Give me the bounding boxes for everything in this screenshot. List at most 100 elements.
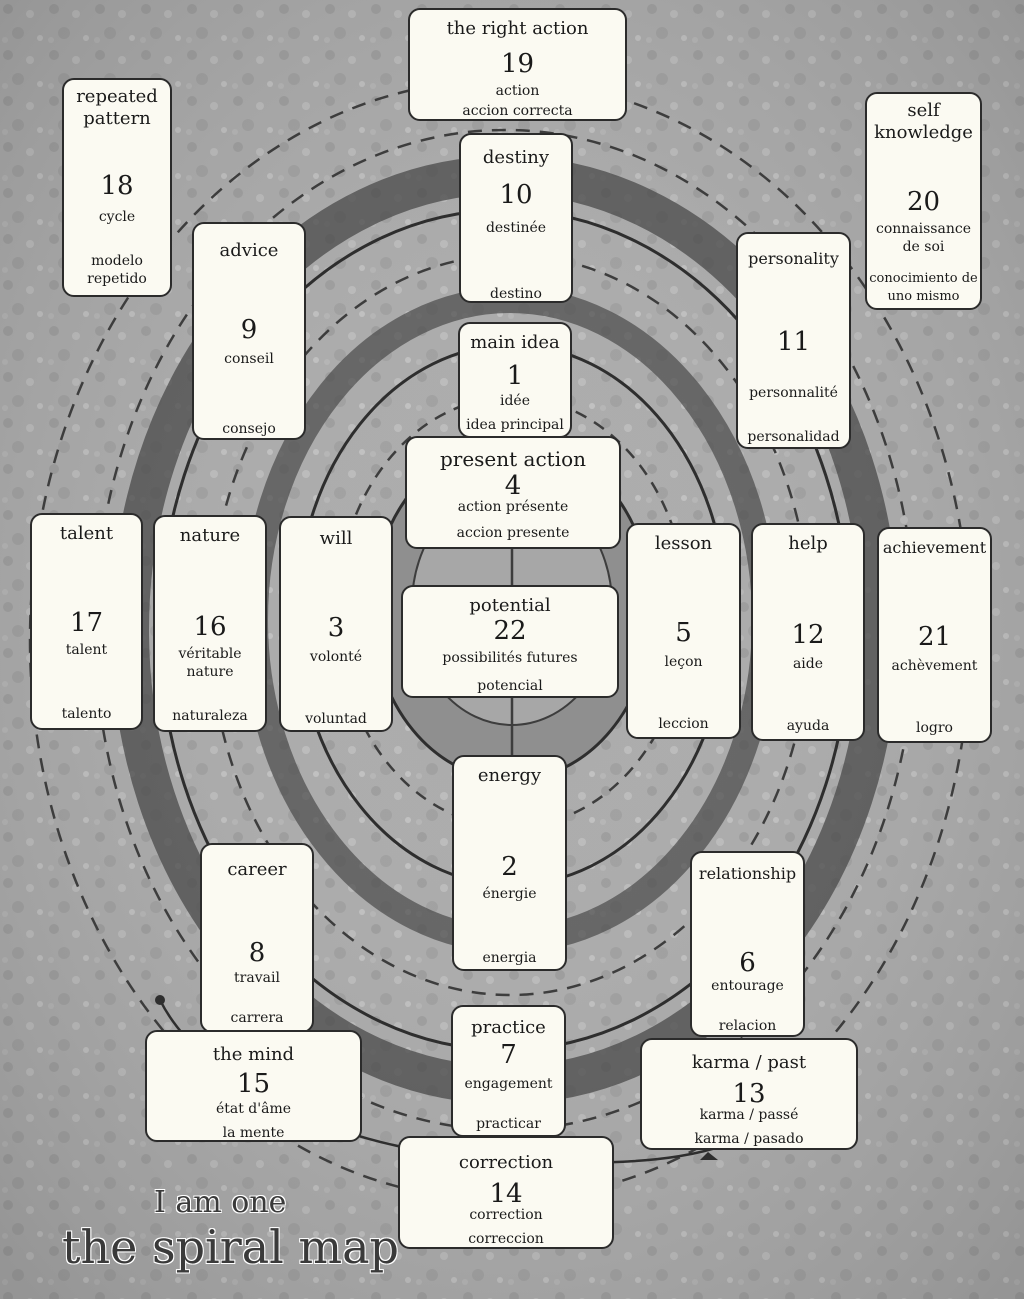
card-french: destinée	[485, 220, 547, 236]
card-18-repeated-pattern: repeated pattern 18 cycle modelo repetid…	[62, 78, 172, 297]
card-title: relationship	[698, 864, 797, 883]
card-title: practice	[471, 1017, 546, 1038]
card-spanish: correccion	[468, 1231, 544, 1247]
card-title: will	[319, 528, 353, 549]
card-title: the mind	[212, 1044, 295, 1065]
card-french: leçon	[664, 654, 703, 670]
card-9-advice: advice 9 conseil consejo	[192, 222, 306, 440]
card-number: 21	[917, 622, 952, 652]
card-title: nature	[179, 525, 241, 546]
card-spanish: voluntad	[305, 711, 367, 727]
card-spanish: personalidad	[747, 429, 840, 445]
card-title: career	[227, 859, 287, 880]
card-french: cycle	[98, 209, 136, 225]
card-spanish: idea principal	[466, 417, 564, 433]
card-title: the right action	[446, 18, 589, 39]
card-spanish: potencial	[477, 678, 543, 694]
card-spanish: ayuda	[786, 718, 830, 734]
card-spanish: leccion	[658, 716, 709, 732]
card-4-present-action: present action 4 action présente accion …	[405, 436, 621, 549]
card-french: action	[495, 83, 540, 99]
card-16-nature: nature 16 véritable nature naturaleza	[153, 515, 267, 732]
card-number: 1	[506, 361, 524, 391]
card-french: action présente	[457, 499, 569, 515]
card-spanish: logro	[916, 720, 953, 736]
map-title: the spiral map	[62, 1220, 399, 1274]
card-french: personnalité	[749, 385, 838, 401]
card-number: 3	[327, 613, 345, 643]
card-14-correction: correction 14 correction correccion	[398, 1136, 614, 1249]
card-spanish: carrera	[230, 1010, 284, 1026]
card-number: 12	[791, 620, 825, 650]
card-title: talent	[59, 523, 114, 544]
card-french: entourage	[711, 978, 784, 994]
card-13-karma-past: karma / past 13 karma / passé karma / pa…	[640, 1038, 858, 1150]
card-title: personality	[748, 249, 839, 268]
card-number: 5	[675, 618, 692, 648]
card-20-self-knowledge: self knowledge 20 connaissance de soi co…	[865, 92, 982, 310]
card-number: 16	[193, 612, 227, 642]
card-title: main idea	[470, 332, 560, 353]
card-number: 9	[240, 315, 258, 345]
card-number: 18	[100, 171, 134, 201]
card-12-help: help 12 aide ayuda	[751, 523, 865, 741]
card-title: lesson	[654, 533, 713, 554]
card-3-will: will 3 volonté voluntad	[279, 516, 393, 732]
card-french: idée	[499, 393, 530, 409]
card-2-energy: energy 2 énergie energia	[452, 755, 567, 971]
card-spanish: conocimiento de uno mismo	[869, 271, 978, 304]
card-french: énergie	[482, 886, 537, 902]
card-title: karma / past	[691, 1052, 807, 1073]
card-spanish: accion presente	[456, 525, 570, 541]
card-5-lesson: lesson 5 leçon leccion	[626, 523, 741, 739]
card-21-achievement: achievement 21 achèvement logro	[877, 527, 992, 743]
card-french: connaissance de soi	[876, 221, 971, 255]
card-number: 8	[248, 938, 266, 968]
card-spanish: relacion	[718, 1018, 777, 1034]
card-french: aide	[792, 656, 824, 672]
card-spanish: naturaleza	[172, 708, 248, 724]
card-number: 7	[500, 1040, 517, 1070]
card-spanish: karma / pasado	[694, 1131, 804, 1147]
card-number: 15	[236, 1069, 271, 1099]
card-22-potential: potential 22 possibilités futures potenc…	[401, 585, 619, 698]
card-number: 11	[776, 327, 811, 357]
card-title: correction	[458, 1152, 554, 1173]
card-17-talent: talent 17 talent talento	[30, 513, 143, 730]
card-title: energy	[477, 765, 542, 786]
card-french: état d'âme	[215, 1101, 292, 1117]
card-11-personality: personality 11 personnalité personalidad	[736, 232, 851, 449]
card-spanish: talento	[61, 706, 112, 722]
card-number: 14	[489, 1179, 523, 1209]
card-19-the-right-action: the right action 19 action accion correc…	[408, 8, 627, 121]
card-french: conseil	[224, 351, 274, 367]
card-title: present action	[439, 447, 587, 471]
card-6-relationship: relationship 6 entourage relacion	[690, 851, 805, 1037]
card-number: 13	[732, 1079, 766, 1109]
card-title: advice	[219, 240, 279, 261]
map-subtitle: I am one	[154, 1185, 287, 1220]
card-spanish: consejo	[222, 421, 276, 437]
card-number: 17	[69, 608, 104, 638]
card-title: help	[788, 533, 828, 554]
card-10-destiny: destiny 10 destinée destino	[459, 133, 573, 303]
card-french: véritable nature	[178, 646, 242, 680]
card-french: volonté	[309, 649, 363, 665]
card-15-the-mind: the mind 15 état d'âme la mente	[145, 1030, 362, 1142]
card-french: karma / passé	[699, 1107, 799, 1123]
card-title: destiny	[482, 147, 550, 168]
card-french: achèvement	[891, 658, 978, 674]
card-title: potential	[469, 595, 551, 616]
card-spanish: la mente	[222, 1125, 285, 1141]
card-spanish: accion correcta	[462, 103, 573, 119]
card-title: self knowledge	[874, 100, 973, 143]
card-french: talent	[65, 642, 108, 658]
card-french: travail	[234, 970, 280, 986]
card-number: 6	[739, 948, 756, 978]
card-title: repeated pattern	[76, 86, 158, 129]
card-number: 4	[504, 471, 522, 501]
card-title: achievement	[882, 538, 987, 557]
card-number: 10	[499, 180, 533, 210]
card-1-main-idea: main idea 1 idée idea principal	[458, 322, 572, 438]
